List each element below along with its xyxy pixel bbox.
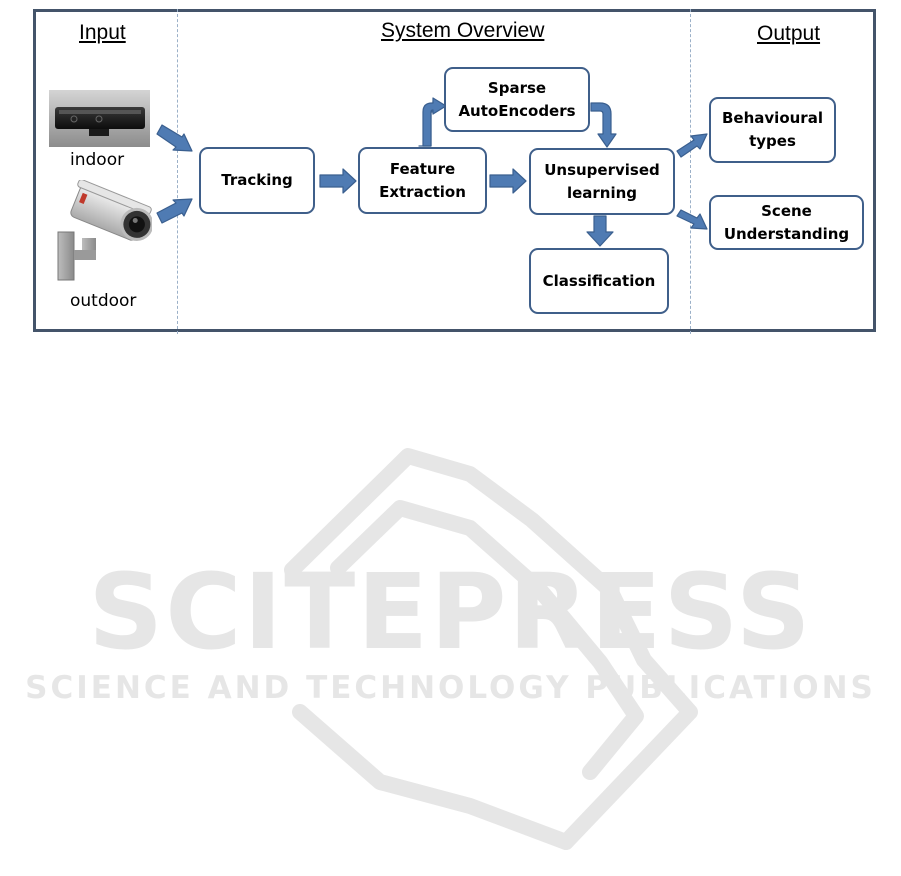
arrow-unsupervised-to-classification — [587, 216, 613, 246]
node-sparse-line2: AutoEncoders — [458, 100, 575, 123]
node-feature-extraction: Feature Extraction — [358, 147, 487, 214]
node-classification: Classification — [529, 248, 669, 314]
node-sparse-line1: Sparse — [488, 77, 546, 100]
node-classification-label: Classification — [543, 270, 656, 293]
node-scene-line1: Scene — [761, 200, 812, 223]
node-unsupervised-learning: Unsupervised learning — [529, 148, 675, 215]
node-behavioural-line1: Behavioural — [722, 107, 823, 130]
arrow-unsupervised-to-scene — [677, 210, 707, 229]
node-scene-understanding: Scene Understanding — [709, 195, 864, 250]
node-feature-extraction-line1: Feature — [390, 158, 455, 181]
arrow-outdoor-to-tracking — [157, 199, 192, 223]
node-unsupervised-line1: Unsupervised — [544, 159, 660, 182]
node-feature-extraction-line2: Extraction — [379, 181, 466, 204]
arrow-indoor-to-tracking — [157, 125, 192, 151]
node-tracking: Tracking — [199, 147, 315, 214]
node-behavioural-types: Behavioural types — [709, 97, 836, 163]
node-scene-line2: Understanding — [724, 223, 849, 246]
node-sparse-autoencoders: Sparse AutoEncoders — [444, 67, 590, 132]
arrow-tracking-to-feature — [320, 169, 356, 193]
node-unsupervised-line2: learning — [567, 182, 637, 205]
node-behavioural-line2: types — [749, 130, 796, 153]
arrow-unsupervised-to-behavioural — [677, 134, 707, 157]
arrow-feature-to-unsupervised — [490, 169, 526, 193]
node-tracking-label: Tracking — [221, 169, 293, 192]
